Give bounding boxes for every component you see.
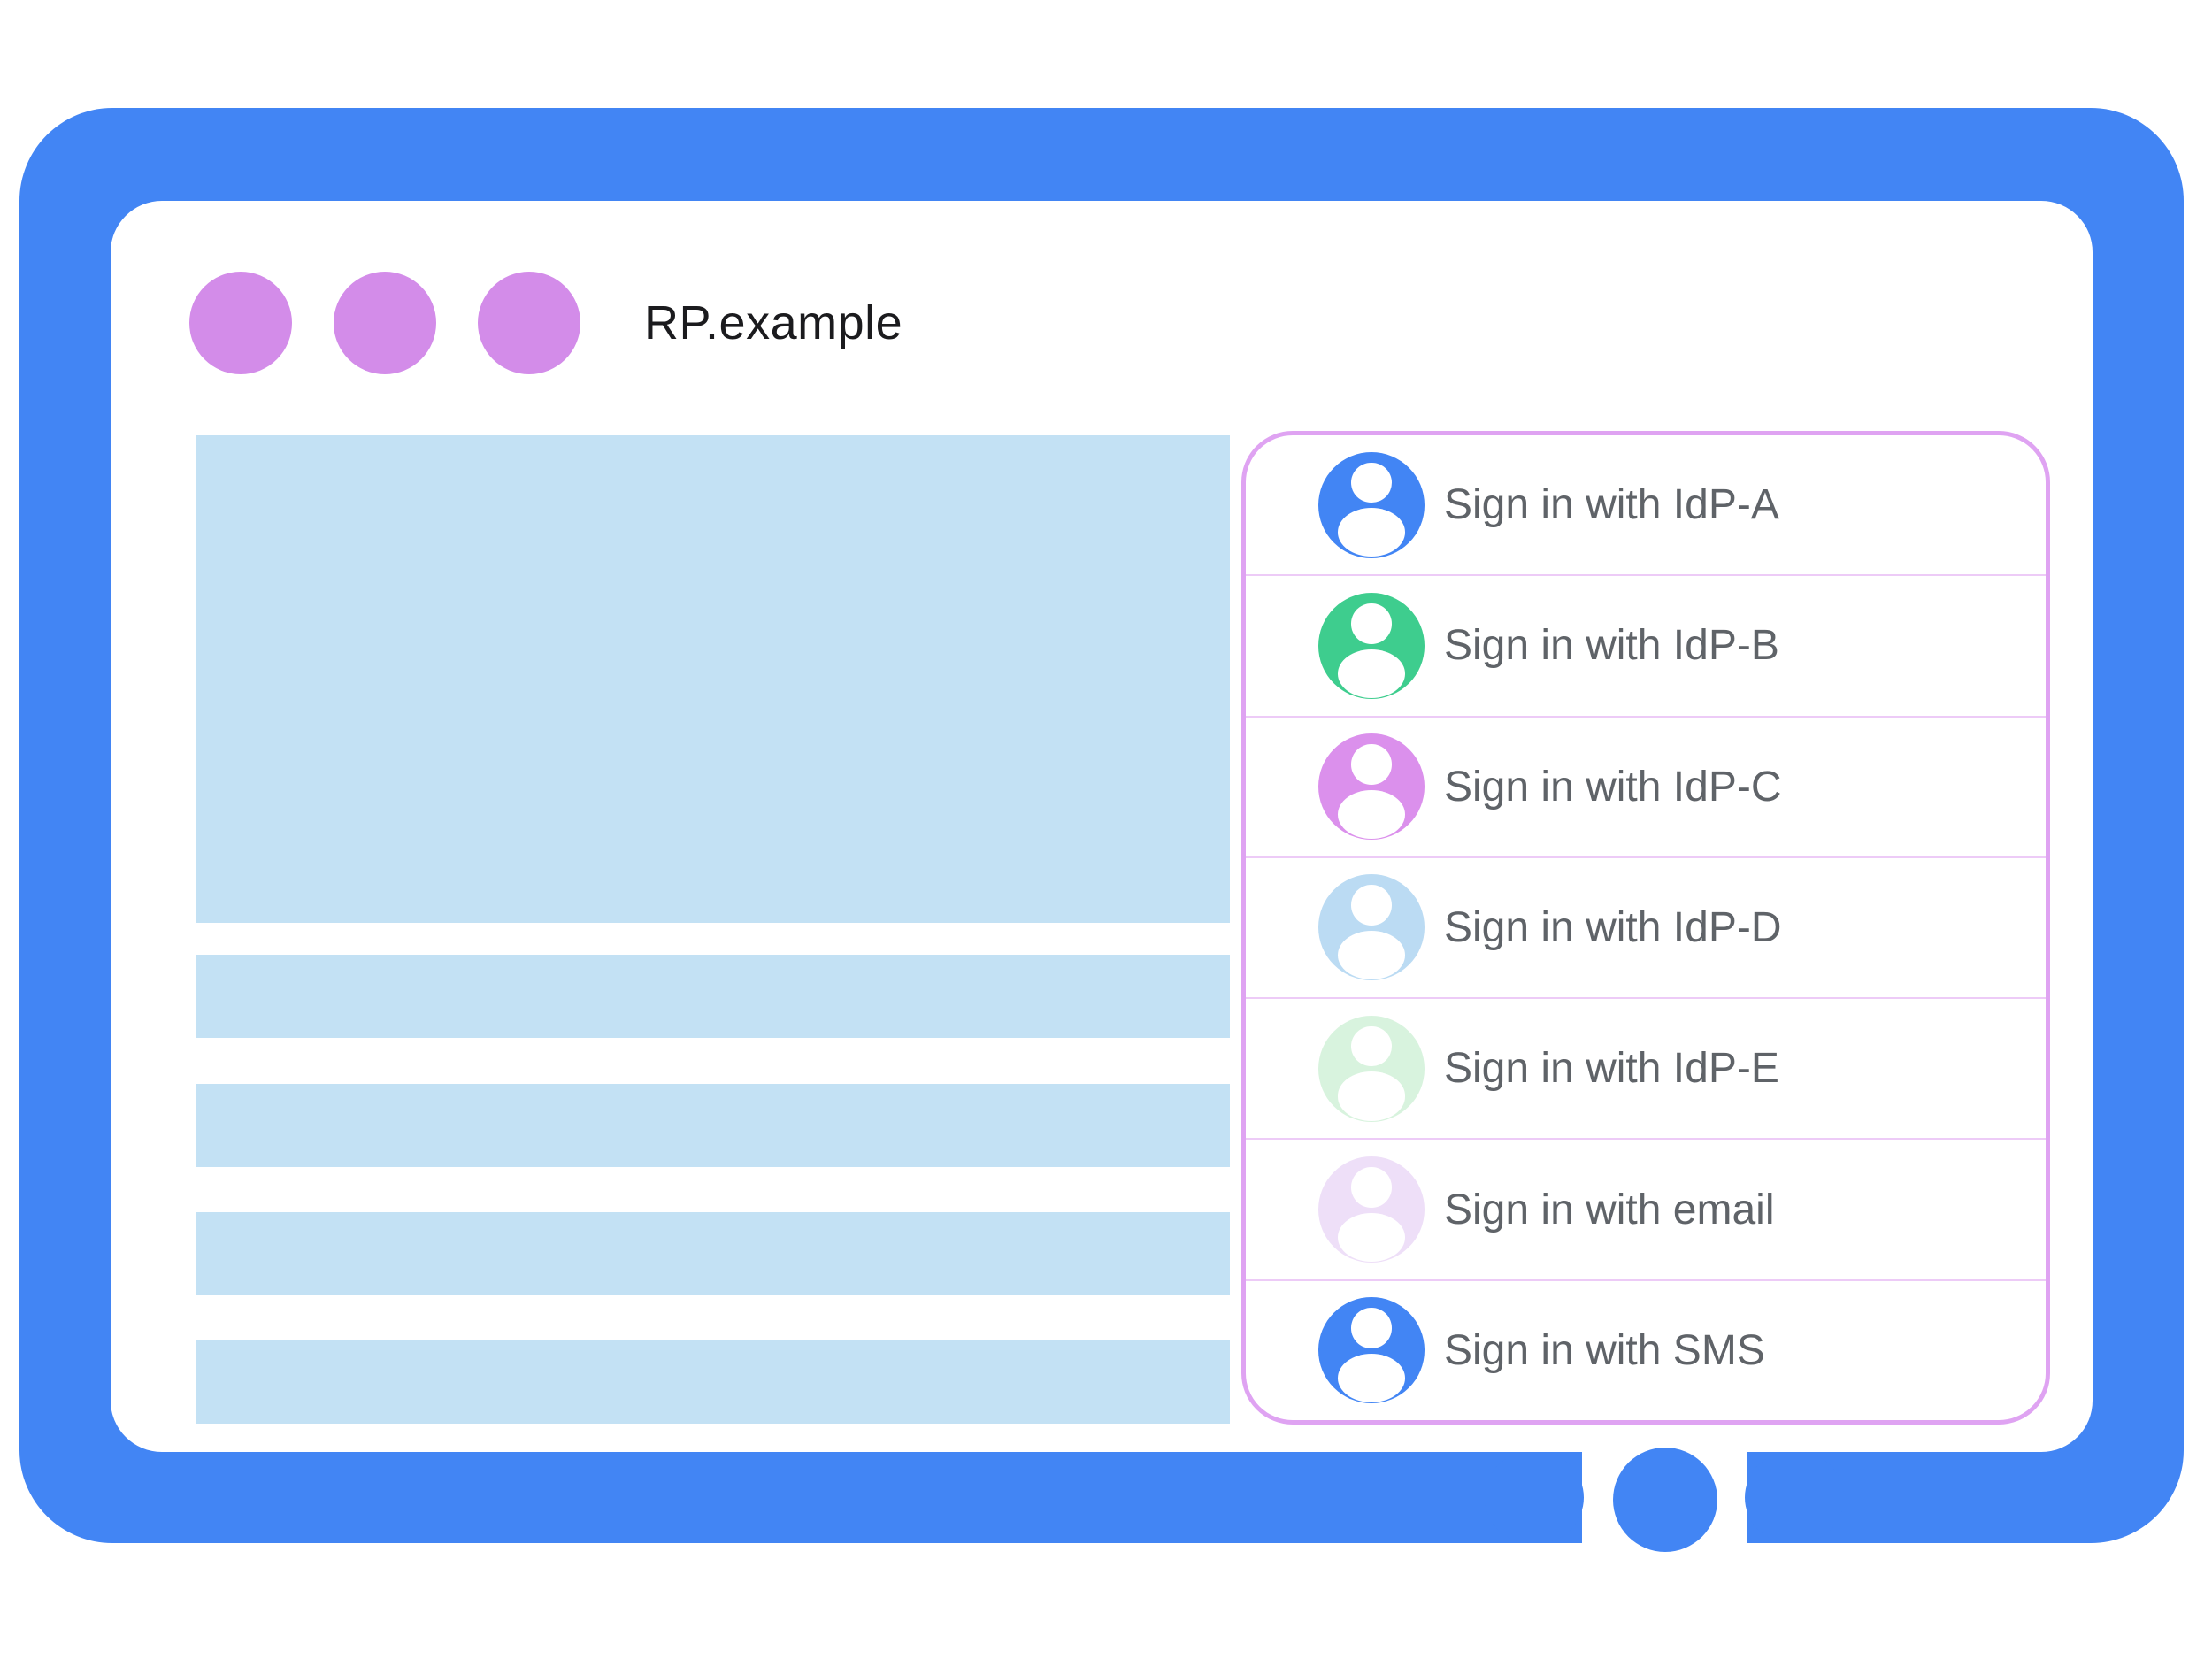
content-placeholder-bar xyxy=(196,1340,1230,1424)
sign-in-option-label: Sign in with IdP-B xyxy=(1444,622,1779,670)
avatar-head-shape xyxy=(1351,1167,1392,1208)
avatar-head-shape xyxy=(1351,1308,1392,1348)
window-control-dot[interactable] xyxy=(189,272,292,374)
home-button[interactable] xyxy=(1613,1448,1717,1552)
sign-in-option-label: Sign in with IdP-A xyxy=(1444,481,1779,529)
window-control-dot[interactable] xyxy=(334,272,436,374)
user-avatar-icon xyxy=(1318,592,1425,699)
avatar-head-shape xyxy=(1351,462,1392,503)
sign-in-option-label: Sign in with SMS xyxy=(1444,1326,1765,1374)
avatar-head-shape xyxy=(1351,744,1392,785)
avatar-shoulders-shape xyxy=(1337,508,1406,557)
sign-in-option-idp-a[interactable]: Sign in with IdP-A xyxy=(1246,435,2046,574)
avatar-head-shape xyxy=(1351,1025,1392,1067)
sign-in-option-idp-d[interactable]: Sign in with IdP-D xyxy=(1246,856,2046,997)
bezel-bar-left-cap xyxy=(1485,1452,1584,1543)
user-avatar-icon xyxy=(1318,451,1425,558)
bezel-bar-right-cap xyxy=(1745,1452,1844,1543)
sign-in-option-label: Sign in with IdP-C xyxy=(1444,763,1782,810)
sign-in-option-sms[interactable]: Sign in with SMS xyxy=(1246,1279,2046,1420)
sign-in-option-email[interactable]: Sign in with email xyxy=(1246,1138,2046,1279)
content-placeholder-bar xyxy=(196,1212,1230,1295)
sign-in-dialog: Sign in with IdP-A Sign in with IdP-B Sign… xyxy=(1241,431,2050,1425)
avatar-shoulders-shape xyxy=(1337,1071,1406,1121)
content-placeholder-bar xyxy=(196,955,1230,1038)
user-avatar-icon xyxy=(1318,1156,1425,1263)
avatar-head-shape xyxy=(1351,603,1392,644)
content-placeholder-bar xyxy=(196,1084,1230,1167)
sign-in-option-idp-e[interactable]: Sign in with IdP-E xyxy=(1246,997,2046,1138)
user-avatar-icon xyxy=(1318,733,1425,841)
avatar-shoulders-shape xyxy=(1337,789,1406,839)
content-placeholder-hero xyxy=(196,435,1230,923)
avatar-shoulders-shape xyxy=(1337,931,1406,980)
page-title: RP.example xyxy=(644,296,903,349)
user-avatar-icon xyxy=(1318,874,1425,981)
sign-in-option-idp-c[interactable]: Sign in with IdP-C xyxy=(1246,715,2046,856)
sign-in-option-label: Sign in with IdP-E xyxy=(1444,1045,1779,1093)
avatar-shoulders-shape xyxy=(1337,649,1406,698)
sign-in-option-idp-b[interactable]: Sign in with IdP-B xyxy=(1246,574,2046,715)
avatar-head-shape xyxy=(1351,885,1392,926)
window-control-dot[interactable] xyxy=(478,272,580,374)
user-avatar-icon xyxy=(1318,1297,1425,1404)
avatar-shoulders-shape xyxy=(1337,1353,1406,1403)
user-avatar-icon xyxy=(1318,1015,1425,1122)
avatar-shoulders-shape xyxy=(1337,1212,1406,1262)
sign-in-option-label: Sign in with email xyxy=(1444,1186,1775,1233)
sign-in-option-label: Sign in with IdP-D xyxy=(1444,903,1782,951)
